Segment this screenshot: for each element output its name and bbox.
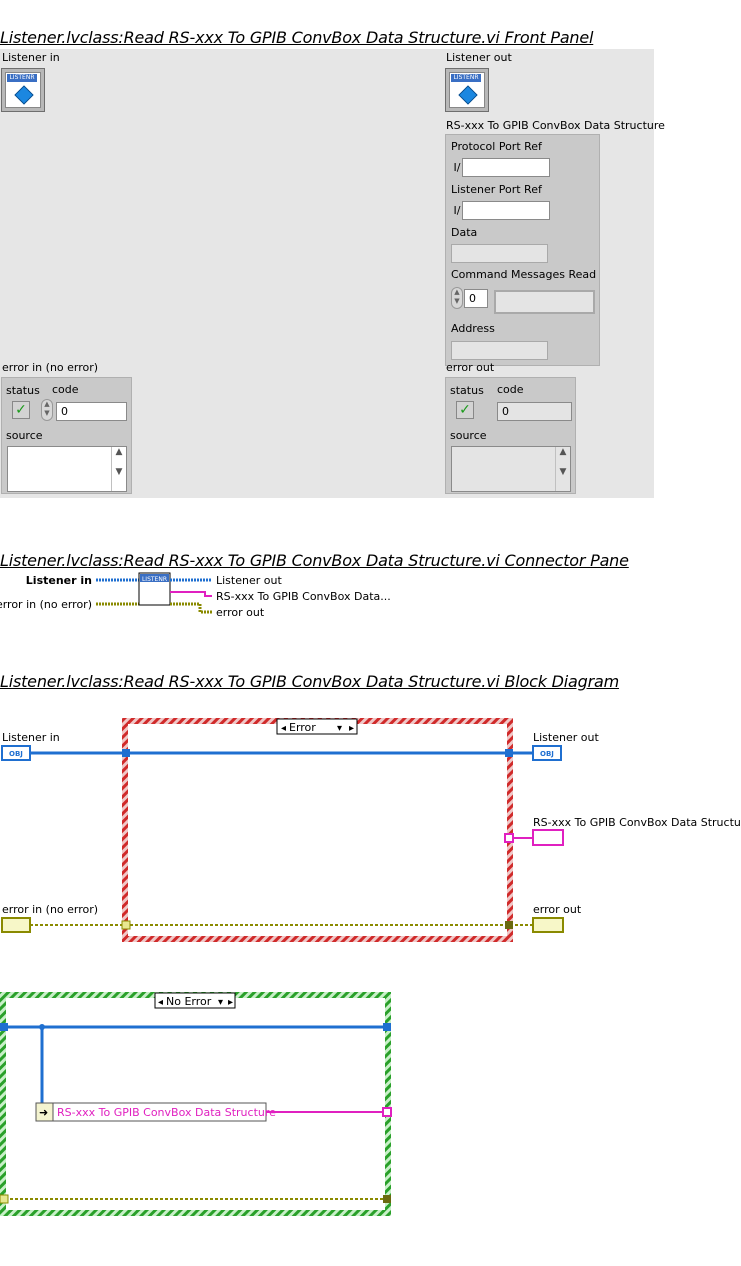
scrollbar[interactable]: ▲▼ (555, 447, 570, 491)
listener-in-label: Listener in (2, 51, 60, 64)
status-check-icon[interactable]: ✓ (12, 401, 30, 419)
command-messages-read-label: Command Messages Read (451, 268, 597, 281)
error-out-code-label: code (497, 383, 524, 396)
protocol-port-ref-field[interactable] (462, 158, 550, 177)
tunnel (505, 749, 513, 757)
accessor-node-label: RS-xxx To GPIB ConvBox Data Structure (57, 1106, 276, 1119)
protocol-port-ref-label: Protocol Port Ref (451, 140, 542, 153)
error-out-label: error out (446, 361, 495, 374)
error-out-terminal[interactable] (532, 917, 564, 933)
code-spinner[interactable]: ▲▼ (41, 399, 53, 421)
obj-glyph: OBJ (540, 750, 554, 758)
selector-tunnel (0, 1194, 9, 1204)
block-diagram-error-case: ◂ Error ▾ ▸ Listener in Listener out RS-… (1, 718, 741, 942)
accessor-node-arrow (35, 1102, 54, 1122)
error-out-status-label: status (450, 384, 484, 397)
listener-tag: LISTENR (451, 74, 481, 82)
listener-object-icon[interactable]: LISTENR (1, 68, 45, 112)
cp-wire-error-out (170, 602, 212, 614)
case-selector[interactable] (154, 992, 236, 1009)
refnum-icon: I/ (453, 161, 461, 174)
bd-data-structure-out-label: RS-xxx To GPIB ConvBox Data Structure (533, 816, 741, 829)
error-out-code-field: 0 (497, 402, 572, 421)
tunnel (383, 1023, 391, 1031)
cluster-label: RS-xxx To GPIB ConvBox Data Structure (446, 119, 665, 132)
tunnel (122, 749, 130, 757)
scrollbar[interactable]: ▲▼ (111, 447, 126, 491)
array-index-spinner[interactable]: ▲▼ (451, 287, 463, 309)
dropdown-arrow-icon[interactable]: ▾ (337, 723, 342, 734)
listener-object-icon[interactable]: LISTENR (445, 68, 489, 112)
address-label: Address (451, 322, 495, 335)
refnum-icon: I/ (453, 204, 461, 217)
error-in-terminal[interactable] (1, 917, 31, 933)
wire-junction (39, 1024, 45, 1030)
listener-out-label: Listener out (446, 51, 512, 64)
cp-output-error-out: error out (216, 606, 265, 619)
increment-arrow-icon[interactable]: ▸ (228, 997, 233, 1008)
listener-port-ref-label: Listener Port Ref (451, 183, 542, 196)
array-index-field[interactable]: 0 (464, 289, 488, 308)
tunnel (383, 1195, 391, 1203)
listener-port-ref-field[interactable] (462, 201, 550, 220)
cp-output-data-structure: RS-xxx To GPIB ConvBox Data... (216, 590, 391, 603)
error-in-status-label: status (6, 384, 40, 397)
connector-pane: Listener in error in (no error) LISTENR … (0, 572, 391, 619)
error-out-source-field: ▲▼ (451, 446, 571, 492)
address-field[interactable] (451, 341, 548, 360)
data-structure-out-terminal[interactable] (532, 829, 564, 846)
error-in-source-label: source (6, 429, 43, 442)
increment-arrow-icon[interactable]: ▸ (349, 723, 354, 734)
right-arrow-icon: ➜ (39, 1106, 48, 1119)
error-case-interior (128, 724, 507, 936)
bd-listener-out-label: Listener out (533, 731, 599, 744)
error-in-code-label: code (52, 383, 79, 396)
bd-error-in-label: error in (no error) (2, 903, 98, 916)
command-messages-element[interactable] (494, 290, 595, 314)
error-in-code-field[interactable]: 0 (56, 402, 127, 421)
listener-tag: LISTENR (7, 74, 37, 82)
status-check-icon: ✓ (456, 401, 474, 419)
selector-tunnel (121, 920, 131, 930)
cp-output-listener-out: Listener out (216, 574, 282, 587)
case-selector[interactable] (276, 718, 358, 735)
tunnel (382, 1107, 392, 1117)
connector-pane-heading: Listener.lvclass:Read RS-xxx To GPIB Con… (0, 551, 629, 570)
cp-vi-icon-tag-text: LISTENR (142, 576, 167, 583)
decrement-arrow-icon[interactable]: ◂ (158, 997, 163, 1008)
data-label: Data (451, 226, 478, 239)
block-diagram-no-error-case: ◂ No Error ▾ ▸ ➜ RS-xxx To GPIB ConvBox … (0, 992, 392, 1216)
cp-wire-data-out (170, 591, 212, 597)
cp-input-error-in: error in (no error) (0, 598, 92, 611)
dropdown-arrow-icon[interactable]: ▾ (218, 997, 223, 1008)
tunnel (505, 921, 513, 929)
bd-error-out-label: error out (533, 903, 582, 916)
error-in-source-field[interactable]: ▲▼ (7, 446, 127, 492)
front-panel-heading: Listener.lvclass:Read RS-xxx To GPIB Con… (0, 28, 594, 47)
decrement-arrow-icon[interactable]: ◂ (281, 723, 286, 734)
tunnel (0, 1023, 8, 1031)
cube-icon (14, 85, 34, 105)
error-out-source-label: source (450, 429, 487, 442)
data-field[interactable] (451, 244, 548, 263)
error-in-label: error in (no error) (2, 361, 99, 374)
obj-glyph: OBJ (9, 750, 23, 758)
cube-icon (458, 85, 478, 105)
no-error-case-selector-label: No Error (166, 995, 212, 1008)
cp-vi-icon-tag (140, 574, 169, 582)
block-diagram-heading: Listener.lvclass:Read RS-xxx To GPIB Con… (0, 672, 619, 691)
tunnel (504, 833, 514, 843)
bd-listener-in-label: Listener in (2, 731, 60, 744)
error-case-selector-label: Error (289, 721, 316, 734)
cp-input-listener-in: Listener in (26, 574, 92, 587)
